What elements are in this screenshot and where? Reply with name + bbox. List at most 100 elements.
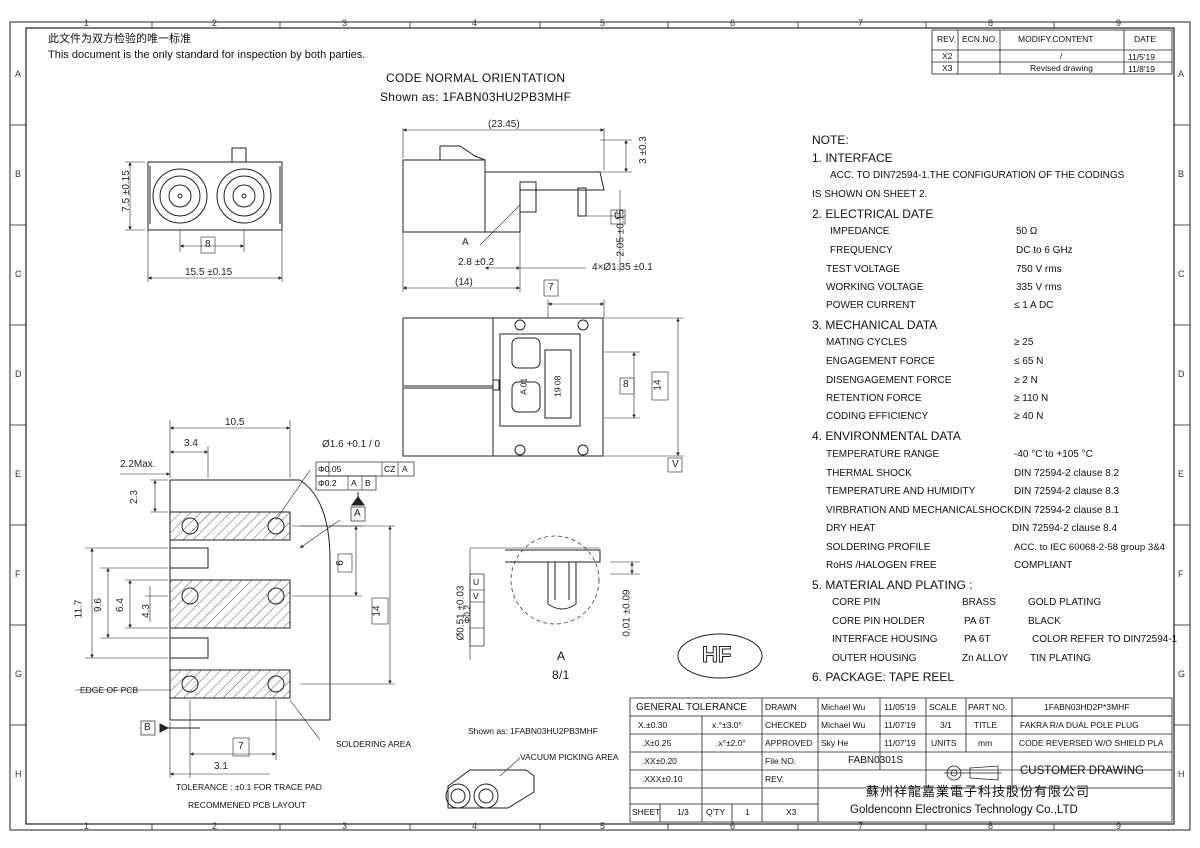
note-3-head: 3. MECHANICAL DATA <box>812 318 938 332</box>
elec-row-2-value: DC to 6 GHz <box>1016 245 1073 256</box>
mat-row-1-material: BRASS <box>962 597 996 608</box>
env-row-7-label: RoHS /HALOGEN FREE <box>826 560 937 571</box>
hf-logo-ellipse <box>677 633 763 679</box>
mech-row-1-value: ≥ 25 <box>1014 337 1034 348</box>
dim-4x-hole: 4×Ø1.35 ±0.1 <box>592 262 653 273</box>
dim-2-8: 2.8 ±0.2 <box>458 257 495 268</box>
dim-7-5: 7.5 ±0.15 <box>120 170 132 212</box>
note-6-head: 6. PACKAGE: TAPE REEL <box>812 670 955 684</box>
pcb-tolerance-note: TOLERANCE : ±0.1 FOR TRACE PAD <box>176 782 322 792</box>
mech-row-2-label: ENGAGEMENT FORCE <box>826 356 935 367</box>
mat-row-2-part: CORE PIN HOLDER <box>832 616 925 627</box>
zone-row-d: D <box>15 369 22 379</box>
rev-row1-content: / <box>1060 51 1063 61</box>
zone-col-7-bottom: 7 <box>858 821 864 831</box>
mat-row-2-plating: BLACK <box>1028 616 1061 627</box>
tb-drawn-date: 11/05'19 <box>884 702 916 712</box>
note-1-line-1: ACC. TO DIN72594-1.THE CONFIGURATION OF … <box>830 170 1125 181</box>
header-english: This document is the only standard for i… <box>48 49 366 61</box>
note-1-line-2: IS SHOWN ON SHEET 2. <box>812 189 928 200</box>
dim-3: 3 ±0.3 <box>637 136 649 164</box>
tb-scale-value: 3/1 <box>940 720 952 730</box>
dim-4-3: 4.3 <box>140 604 152 618</box>
marking-1908: 19 08 <box>552 375 563 397</box>
edge-of-pcb-label: EDGE OF PCB <box>80 685 139 695</box>
tb-drawn-name: Michael Wu <box>821 702 866 712</box>
rev-header-ecn: ECN.NO. <box>962 34 998 44</box>
projection-symbol <box>944 765 1002 781</box>
zone-row-b-right: B <box>1178 169 1185 179</box>
mech-row-3-value: ≥ 2 N <box>1014 375 1038 386</box>
mech-row-3-label: DISENGAGEMENT FORCE <box>826 375 952 386</box>
tb-part-label: PART NO. <box>968 702 1008 712</box>
env-row-6-label: SOLDERING PROFILE <box>826 542 931 553</box>
zone-row-c: C <box>15 269 22 279</box>
note-4-head: 4. ENVIRONMENTAL DATA <box>812 429 961 443</box>
elec-row-2-label: FREQUENCY <box>830 245 893 256</box>
detail-a-label: A <box>557 649 566 663</box>
env-row-6-value: ACC. to IEC 60068-2-58 group 3&4 <box>1014 542 1165 553</box>
rev-row2-date: 11/8'19 <box>1128 64 1155 74</box>
tb-checked-date: 11/07'19 <box>884 720 916 730</box>
mat-row-4-plating: TIN PLATING <box>1030 653 1091 664</box>
zone-col-9: 9 <box>1116 18 1122 28</box>
mat-row-4-part: OUTER HOUSING <box>832 653 917 664</box>
tb-part-no: 1FABN03HD2P*3MHF <box>1044 702 1130 712</box>
detail-a-view <box>469 535 640 660</box>
mat-row-1-part: CORE PIN <box>832 597 881 608</box>
zone-row-d-right: D <box>1178 369 1185 379</box>
tb-qty-value: 1 <box>745 807 750 817</box>
tb-sheet-value: 1/3 <box>677 807 689 817</box>
tb-tol-1a: X.±0.30 <box>638 720 668 730</box>
tb-company-cn: 蘇州祥龍嘉業電子科技股份有限公司 <box>866 784 1091 799</box>
tol-frame-1-cz: CZ <box>384 464 396 474</box>
zone-row-g-right: G <box>1178 669 1186 679</box>
zone-col-8: 8 <box>988 18 994 28</box>
dim-hole-1-6: Ø1.6 +0.1 / 0 <box>322 439 381 450</box>
dim-3-4: 3.4 <box>184 438 198 449</box>
tb-tol-1b: x.°±3.0° <box>712 720 742 730</box>
mech-row-4-label: RETENTION FORCE <box>826 393 922 404</box>
zone-row-c-right: C <box>1178 269 1185 279</box>
zone-col-2-bottom: 2 <box>212 821 218 831</box>
tb-rev-label: REV. <box>765 774 785 784</box>
tb-tol-2b: .x°±2.0° <box>716 738 746 748</box>
tb-sheet-label: SHEET <box>632 807 661 817</box>
front-view <box>125 147 283 282</box>
env-row-5-label: DRY HEAT <box>826 523 876 534</box>
tb-customer-drawing: CUSTOMER DRAWING <box>1020 765 1144 777</box>
tb-qty-label: Q'TY <box>706 807 726 817</box>
dim-2-3: 2.3 <box>128 490 140 504</box>
zone-col-5: 5 <box>600 18 606 28</box>
dim-0-01: 0.01 ±0.09 <box>621 589 633 637</box>
elec-row-3-label: TEST VOLTAGE <box>826 264 900 275</box>
tb-units-label: UNITS <box>931 738 957 748</box>
header-chinese: 此文件为双方检验的唯一标准 <box>48 33 191 45</box>
env-row-2-label: THERMAL SHOCK <box>826 468 912 479</box>
label-a-side: A <box>462 237 469 248</box>
mat-row-2-material: PA 6T <box>964 616 991 627</box>
zone-col-8-bottom: 8 <box>988 821 994 831</box>
env-row-1-value: -40 °C to +105 °C <box>1014 449 1093 460</box>
mat-row-3-part: INTERFACE HOUSING <box>832 634 938 645</box>
tol-frame-2-symbol: Φ0.2 <box>318 478 337 488</box>
env-row-1-label: TEMPERATURE RANGE <box>826 449 940 460</box>
zone-col-3: 3 <box>342 18 348 28</box>
tb-tol-3a: .XX±0.20 <box>642 756 677 766</box>
detail-a-scale: 8/1 <box>552 668 570 682</box>
dim-15-5: 15.5 ±0.15 <box>185 267 233 278</box>
tol-frame-2-a: A <box>351 478 357 488</box>
zone-col-1-bottom: 1 <box>84 821 90 831</box>
mech-row-5-label: CODING EFFICIENCY <box>826 411 929 422</box>
tb-scale-label: SCALE <box>929 702 957 712</box>
hf-logo: HF <box>701 642 732 667</box>
dim-3-1: 3.1 <box>214 761 228 772</box>
orientation-shown-as: Shown as: 1FABN03HU2PB3MHF <box>380 90 572 104</box>
dim-6-pcb: 6 <box>334 560 346 566</box>
top-view <box>402 279 684 473</box>
dim-7-top: 7 <box>548 282 554 293</box>
tb-approved-label: APPROVED <box>765 738 813 748</box>
tb-checked-name: Michael Wu <box>821 720 866 730</box>
zone-col-4-bottom: 4 <box>472 821 478 831</box>
note-5-head: 5. MATERIAL AND PLATING : <box>812 578 973 592</box>
